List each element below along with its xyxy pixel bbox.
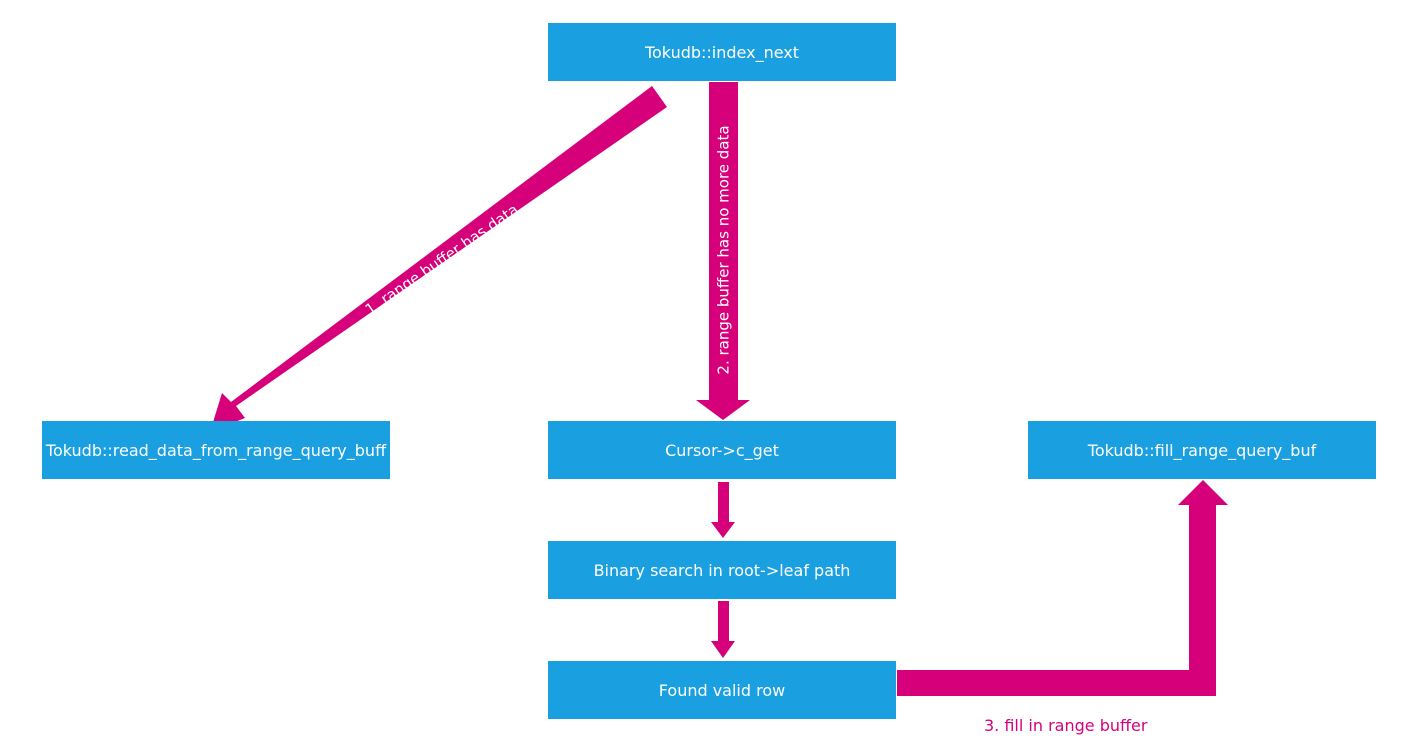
arrow-fill-in-range-buffer-label: 3. fill in range buffer [984,716,1148,735]
node-found-valid-row[interactable]: Found valid row [548,661,896,719]
node-read-data-from-range-query-buff[interactable]: Tokudb::read_data_from_range_query_buff [42,421,390,479]
arrow-range-no-more-data [696,82,750,420]
node-fill-range-query-buf[interactable]: Tokudb::fill_range_query_buf [1028,421,1376,479]
node-found-row-label: Found valid row [658,680,786,700]
arrow-search-to-found [711,601,735,658]
arrow-cget-to-search [711,482,735,538]
node-cursor-c-get[interactable]: Cursor->c_get [548,421,896,479]
node-binary-search[interactable]: Binary search in root->leaf path [548,541,896,599]
node-binary-search-label: Binary search in root->leaf path [593,560,851,580]
arrow-fill-in-range-buffer [897,480,1228,696]
arrow-range-no-more-data-label: 2. range buffer has no more data [715,125,733,374]
node-read-data-label: Tokudb::read_data_from_range_query_buff [45,440,387,460]
arrow-range-has-data [210,86,667,432]
node-c-get-label: Cursor->c_get [665,440,779,460]
arrow-range-has-data-label: 1. range buffer has data [362,200,522,318]
node-index-next-label: Tokudb::index_next [644,42,800,62]
node-index-next[interactable]: Tokudb::index_next [548,23,896,81]
node-fill-buf-label: Tokudb::fill_range_query_buf [1087,440,1317,460]
